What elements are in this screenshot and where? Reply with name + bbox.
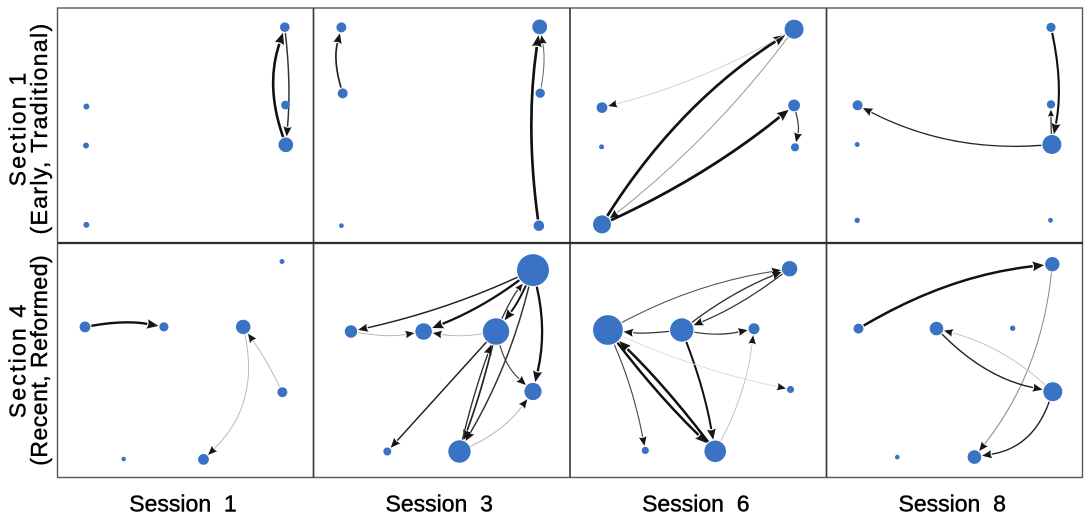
svg-text:Section 1: Section 1 xyxy=(5,71,31,187)
svg-text:(Early, Traditional): (Early, Traditional) xyxy=(26,23,52,235)
svg-text:Session 6: Session 6 xyxy=(642,491,749,517)
svg-text:(Recent, Reformed): (Recent, Reformed) xyxy=(26,255,52,466)
svg-text:Session 1: Session 1 xyxy=(129,491,236,517)
svg-text:Session 8: Session 8 xyxy=(898,491,1005,517)
svg-text:Section 4: Section 4 xyxy=(5,302,31,418)
svg-text:Session 3: Session 3 xyxy=(385,491,492,517)
